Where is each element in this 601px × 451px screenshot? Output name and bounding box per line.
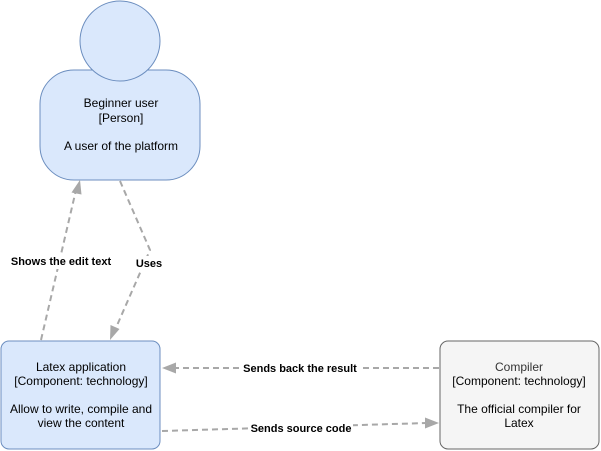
- compiler-description-line2: Latex: [504, 416, 533, 430]
- compiler-type: [Component: technology]: [452, 374, 585, 388]
- latex-application-type: [Component: technology]: [14, 374, 147, 388]
- edge-sends-source-code-arrowhead: [425, 417, 439, 429]
- edge-uses-label: Uses: [136, 258, 162, 270]
- latex-application-node[interactable]: Latex application [Component: technology…: [0, 340, 161, 450]
- edge-sends-back-result-arrowhead: [162, 362, 176, 374]
- person-body: [40, 70, 200, 180]
- person-type: [Person]: [99, 111, 144, 125]
- latex-application-name: Latex application: [36, 360, 126, 374]
- latex-application-description-line1: Allow to write, compile and: [10, 402, 152, 416]
- person-head-border: [79, 0, 161, 82]
- person-head-icon: [80, 1, 160, 81]
- compiler-box: [440, 341, 599, 449]
- edge-uses-arrowhead: [110, 325, 120, 340]
- person-node[interactable]: Beginner user [Person] A user of the pla…: [39, 0, 201, 181]
- edge-sends-back-result-label-bg: [241, 361, 359, 376]
- edge-shows-edit-text-label-bg: [9, 254, 113, 269]
- edge-sends-back-result-label: Sends back the result: [243, 363, 357, 375]
- compiler-border: [439, 340, 600, 450]
- edge-uses-label-bg: [133, 256, 165, 271]
- latex-application-box: [1, 341, 160, 449]
- edge-shows-edit-text-line: [40, 189, 77, 341]
- edge-sends-source-code[interactable]: Sends source code: [161, 417, 439, 437]
- edge-sends-source-code-label-bg: [249, 421, 353, 436]
- edge-uses[interactable]: Uses: [110, 180, 165, 340]
- latex-application-description-line2: view the content: [38, 416, 125, 430]
- person-name: Beginner user: [84, 96, 159, 110]
- edge-sends-back-result[interactable]: Sends back the result: [162, 361, 439, 376]
- compiler-node[interactable]: Compiler [Component: technology] The off…: [439, 340, 600, 450]
- person-description: A user of the platform: [64, 139, 178, 153]
- latex-application-border: [0, 340, 161, 450]
- compiler-name: Compiler: [495, 360, 543, 374]
- compiler-description-line1: The official compiler for: [457, 402, 581, 416]
- edge-shows-edit-text[interactable]: Shows the edit text: [9, 180, 113, 341]
- edge-shows-edit-text-arrowhead: [71, 180, 82, 195]
- edge-sends-source-code-label: Sends source code: [251, 423, 352, 435]
- edge-uses-line: [114, 180, 152, 331]
- edge-shows-edit-text-label: Shows the edit text: [11, 256, 112, 268]
